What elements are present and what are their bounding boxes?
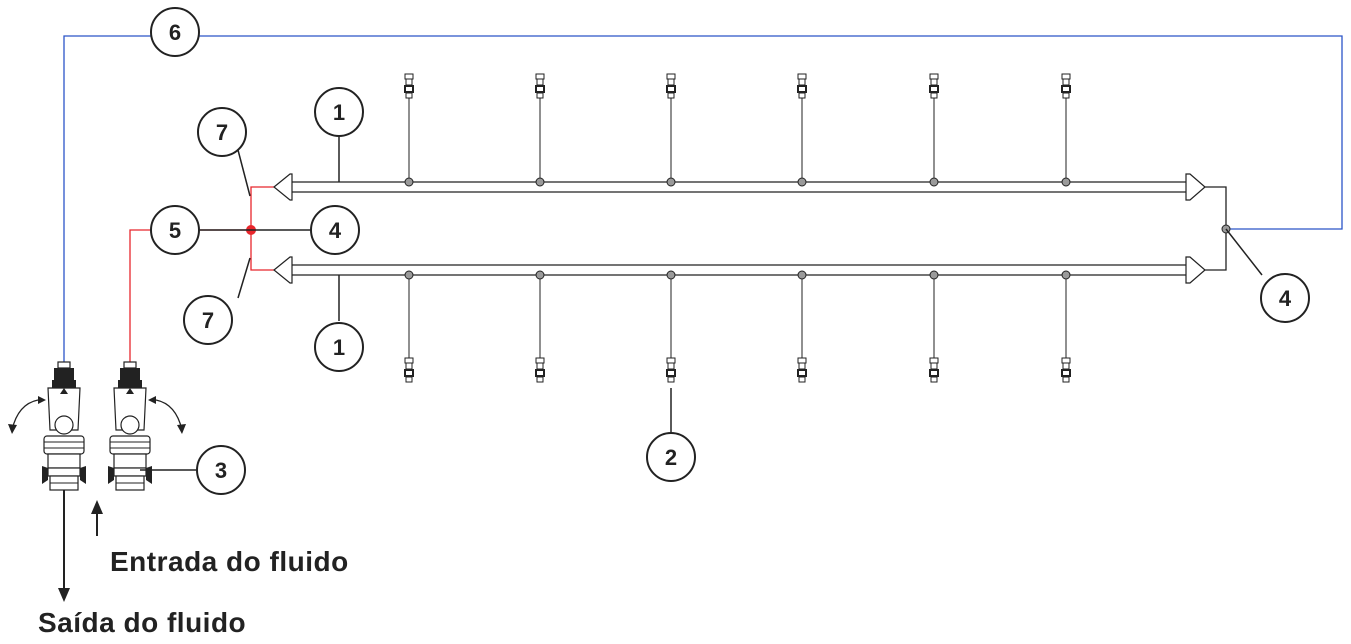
callout-number: 4 [329,218,342,243]
rotate-arrow-left-head [8,424,17,434]
callout-6: 6 [150,7,200,57]
spray-nozzle-icon [666,357,676,383]
callout-1-top: 1 [314,87,364,137]
spray-nozzle-icon [666,73,676,99]
outlet-valve [42,361,86,491]
fluid-inlet-arrow-icon [91,500,103,514]
callout-number: 7 [216,120,228,145]
drop-tee [929,177,939,187]
spray-nozzle-icon [404,357,414,383]
upper-spray-drops [404,73,1071,187]
callout-number: 6 [169,20,181,45]
callout-number: 4 [1279,286,1292,311]
spray-nozzle-icon [797,73,807,99]
fluid-outlet-arrow-icon [58,588,70,602]
callout-5: 5 [150,205,200,255]
spray-nozzle-icon [535,357,545,383]
supply-line [129,229,251,362]
drop-tee [797,177,807,187]
callout-number: 5 [169,218,181,243]
drop-tee [1061,177,1071,187]
callout-7-top: 7 [197,107,247,157]
spray-nozzle-icon [929,357,939,383]
drop-tee [535,270,545,280]
lower-manifold-left-fitting [273,256,293,284]
callout-2: 2 [646,432,696,482]
drop-tee [404,270,414,280]
drop-tee [929,270,939,280]
drop-tee [666,177,676,187]
rotate-arrow-right-tail [148,396,156,404]
spray-nozzle-icon [535,73,545,99]
upper-manifold [273,173,1206,201]
callout-1-bottom: 1 [314,322,364,372]
callout-number: 3 [215,458,227,483]
upper-manifold-left-fitting [273,173,293,201]
callout-4-left: 4 [310,205,360,255]
upper-manifold-right-fitting [1185,173,1206,201]
inlet-valve [108,361,152,491]
drop-tee [404,177,414,187]
callout-number: 1 [333,335,345,360]
spray-nozzle-icon [1061,73,1071,99]
spray-nozzle-icon [404,73,414,99]
spray-nozzle-icon [929,73,939,99]
lower-spray-drops [404,270,1071,383]
drop-tee [1061,270,1071,280]
drop-tee [666,270,676,280]
callout-4-right: 4 [1260,273,1310,323]
fluid-outlet-label: Saída do fluido [38,607,247,638]
rotate-arrow-left-tail [38,396,46,404]
callout-7-bottom: 7 [183,295,233,345]
rotate-arrow-right-head [177,424,186,434]
drop-tee [535,177,545,187]
fluid-inlet-label: Entrada do fluido [110,546,349,577]
spray-nozzle-icon [1061,357,1071,383]
lower-manifold-right-fitting [1185,256,1206,284]
callout-number: 7 [202,308,214,333]
spray-nozzle-icon [797,357,807,383]
drop-tee [797,270,807,280]
callout-number: 2 [665,445,677,470]
callout-number: 1 [333,100,345,125]
callout-leaders [140,137,1263,471]
lower-manifold [273,256,1206,284]
callout-3: 3 [196,445,246,495]
return-line [63,35,1343,362]
